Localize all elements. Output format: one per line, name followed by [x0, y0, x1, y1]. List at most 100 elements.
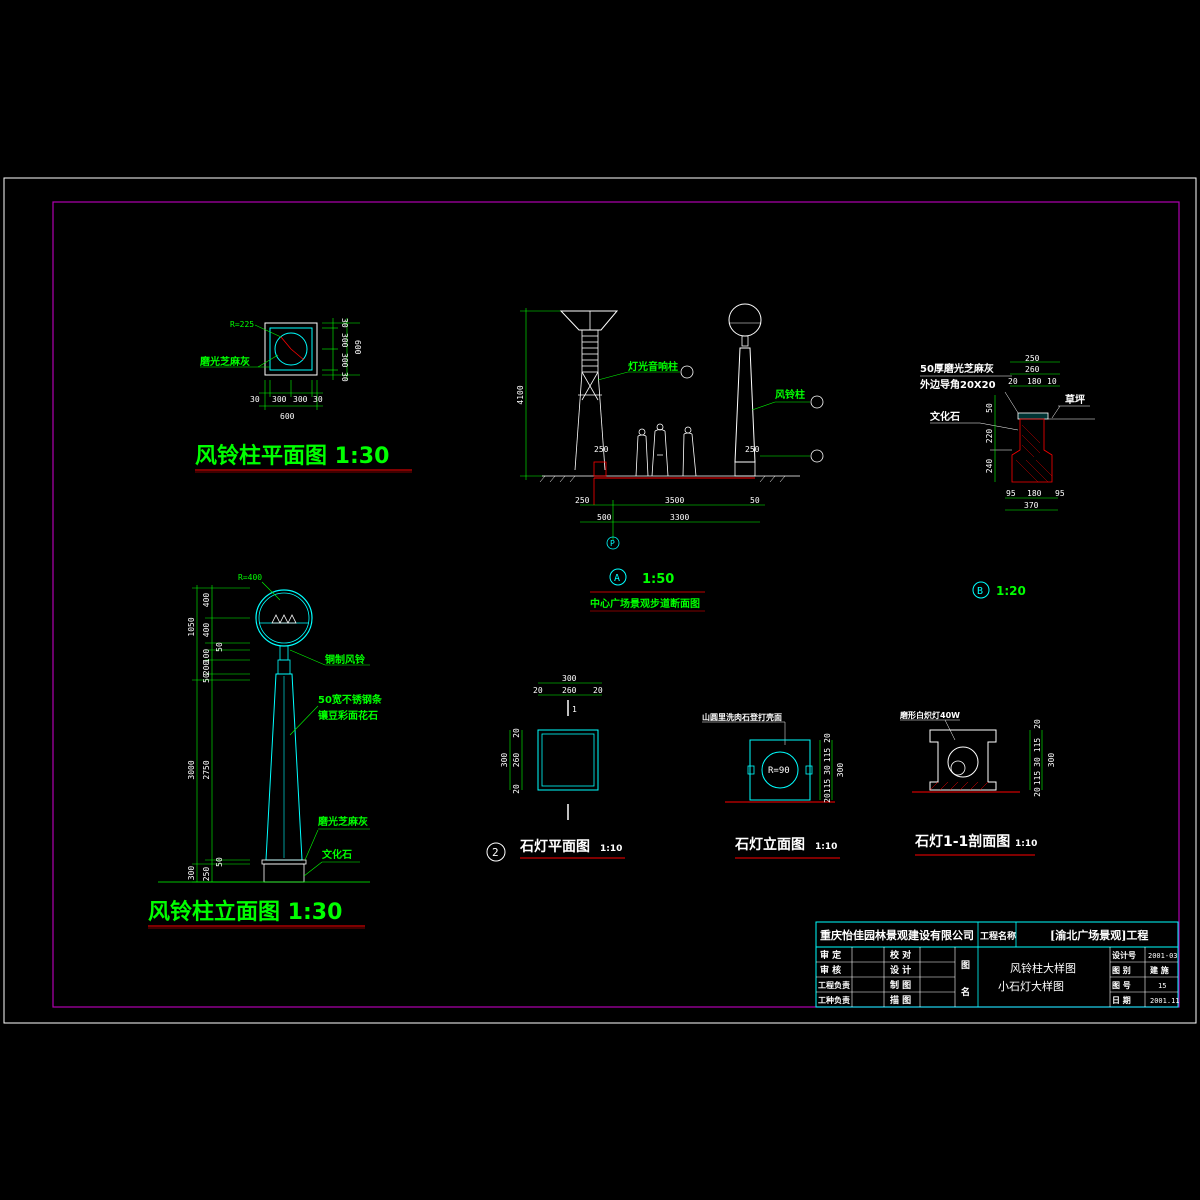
title-block: 重庆怡佳园林景观建设有限公司 工程名称 [渝北广场景观]工程 审 定 校 对 审…: [815, 921, 1180, 1008]
sl-plan-top-1: 20: [533, 686, 543, 695]
sl-plan-scale: 1:10: [600, 844, 622, 854]
tb-info0-k: 设计号: [1112, 950, 1136, 960]
sl-sec-title: 石灯1-1剖面图: [914, 833, 1010, 850]
plan-dim-b0: 30: [250, 395, 260, 404]
sl-plan-top-2: 260: [562, 686, 577, 695]
sec-b-dim-top-3: 180: [1027, 377, 1042, 386]
inner-frame: [52, 201, 1180, 1008]
sl-sec-dim-5: 300: [1047, 753, 1056, 768]
tb-row0-b: 校 对: [890, 949, 911, 961]
sl-elev-dim-1: 115: [823, 748, 832, 763]
sl-elev-dim-2: 30: [823, 765, 832, 775]
elevation-view: 400 400 50 100 200 50 2750 50 250 1050 3…: [148, 573, 383, 929]
sec-b-dim-top-1: 260: [1025, 365, 1040, 374]
sec-b-label-lawn: 草坪: [1065, 393, 1085, 406]
sl-elev-dim-0: 20: [823, 733, 832, 743]
sec-a-dim-0: 250: [575, 496, 590, 505]
people-figures: [635, 423, 697, 477]
sec-a-title: 中心广场景观步道断面图: [590, 597, 700, 610]
tb-info2-k: 图 号: [1112, 980, 1131, 990]
sl-plan-left-0: 300: [500, 753, 509, 768]
elev-dim-5: 50: [202, 673, 211, 683]
sec-b-dim-l0: 50: [985, 403, 994, 413]
sec-a-dim-3: 500: [597, 513, 612, 522]
elev-label-granite: 镶豆彩面花石: [318, 709, 378, 722]
plan-dim-r-total: 600: [353, 340, 362, 355]
elev-title: 风铃柱立面图 1:30: [148, 899, 342, 925]
tb-info2-v: 15: [1158, 982, 1166, 990]
sl-plan-section-mark: 1: [572, 705, 577, 714]
sec-b-scale: 1:20: [996, 584, 1026, 598]
sl-elev-dim-3: 115: [823, 779, 832, 794]
plan-title: 风铃柱平面图 1:30: [195, 443, 389, 469]
sec-a-dim-top-left: 250: [594, 445, 609, 454]
plan-material-label: 磨光芝麻灰: [199, 355, 250, 368]
sec-b-dim-top-0: 250: [1025, 354, 1040, 363]
sl-elev-scale: 1:10: [815, 842, 837, 852]
sl-plan-left-3: 20: [512, 784, 521, 794]
elev-label-strip: 50宽不锈钢条: [318, 693, 383, 706]
sl-elev-radius: R=90: [768, 766, 790, 776]
plan-dim-r1: 300: [340, 333, 349, 348]
stone-lamp-elevation: 山圆里洗肉石登打壳面 R=90 20 115 30 115 20 300 石灯立…: [702, 712, 845, 859]
section-b: 250 260 20 180 10 50厚磨光芝麻灰 外边导角20X20 草坪 …: [919, 354, 1095, 599]
sl-elev-dim-5: 300: [836, 763, 845, 778]
sec-b-dim-b0: 95: [1006, 489, 1016, 498]
elev-dim-0: 400: [202, 593, 211, 608]
elev-dim-total-0: 1050: [187, 617, 196, 636]
sec-b-label-top: 50厚磨光芝麻灰: [920, 362, 994, 375]
sec-b-label-stone: 文化石: [930, 410, 960, 423]
tb-info3-v: 2001.11: [1150, 997, 1180, 1005]
tb-company: 重庆怡佳园林景观建设有限公司: [820, 928, 974, 942]
tb-info3-k: 日 期: [1112, 995, 1131, 1005]
tb-row3-b: 描 图: [890, 994, 911, 1006]
elev-dim-total-1: 3000: [187, 760, 196, 779]
sec-a-marker-p: P: [610, 539, 615, 548]
tb-row2-b: 制 图: [890, 979, 911, 991]
sl-sec-dim-0: 20: [1033, 719, 1042, 729]
elev-label-culture-stone: 文化石: [322, 848, 352, 861]
tb-drawing-name-2: 小石灯大样图: [998, 979, 1064, 993]
tb-row2-a: 工程负责: [818, 980, 850, 990]
sec-a-scale: 1:50: [642, 572, 674, 587]
tb-name-label-1: 图: [961, 960, 970, 971]
tb-project-name: [渝北广场景观]工程: [1050, 928, 1148, 942]
sec-b-dim-b3: 370: [1024, 501, 1039, 510]
tb-project-label: 工程名称: [980, 930, 1016, 942]
plan-dim-r0: 30: [340, 318, 349, 328]
sec-b-label-edge: 外边导角20X20: [919, 378, 996, 391]
sec-a-height: 4100: [516, 385, 525, 404]
stone-lamp-plan: 300 20 260 20 300 20 260 20 1 2 石灯平面图 1:…: [486, 674, 625, 862]
elev-dim-6: 2750: [202, 760, 211, 779]
elev-dim-7: 50: [215, 857, 224, 867]
plan-view: R=225 磨光芝麻灰 30 300 300 30 600 30 300 300…: [195, 318, 412, 473]
sec-b-dim-l2: 240: [985, 459, 994, 474]
plan-dim-r2: 300: [340, 353, 349, 368]
sl-sec-scale: 1:10: [1015, 839, 1037, 849]
sec-a-dim-top-right: 250: [745, 445, 760, 454]
tb-row0-a: 审 定: [820, 949, 842, 961]
sl-elev-label: 山圆里洗肉石登打壳面: [702, 712, 782, 722]
sec-a-dim-1: 3500: [665, 496, 684, 505]
sec-a-dim-2: 50: [750, 496, 760, 505]
tb-row3-a: 工种负责: [818, 995, 850, 1005]
tb-drawing-name-1: 风铃柱大样图: [1010, 961, 1076, 975]
sl-sec-dim-2: 30: [1033, 757, 1042, 767]
plan-dim-b2: 300: [293, 395, 308, 404]
sl-plan-marker: 2: [492, 846, 499, 859]
elev-dim-3: 100: [202, 649, 211, 664]
sec-b-dim-b2: 95: [1055, 489, 1065, 498]
plan-dim-total: 600: [280, 412, 295, 421]
plan-dim-r3: 30: [340, 372, 349, 382]
tb-name-label-2: 名: [961, 986, 970, 998]
plan-radius-label: R=225: [230, 320, 254, 329]
tb-info0-v: 2001-03: [1148, 952, 1178, 960]
elev-radius-label: R=400: [238, 573, 262, 582]
sec-b-marker: B: [977, 586, 983, 597]
tb-info1-v: 建 施: [1149, 965, 1169, 975]
sec-b-dim-top-2: 20: [1008, 377, 1018, 386]
tb-info1-k: 图 别: [1112, 965, 1131, 975]
sl-plan-top-3: 20: [593, 686, 603, 695]
elev-dim-1: 400: [202, 623, 211, 638]
